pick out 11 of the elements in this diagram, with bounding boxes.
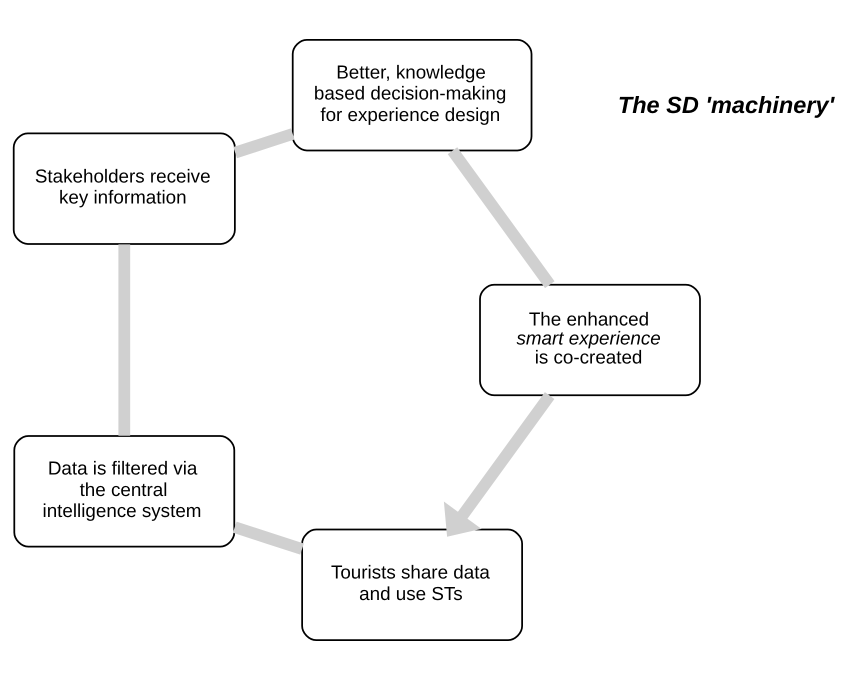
- connector: [447, 147, 554, 288]
- connector: [118, 244, 130, 436]
- node-box: The enhanced smart experience is co-created: [478, 284, 700, 396]
- node-box: Better, knowledge based decision-making for experience design: [291, 38, 532, 152]
- connector: [232, 128, 294, 158]
- node-box: Data is filtered via the central intelligence system: [12, 435, 235, 548]
- arrow: [443, 392, 554, 537]
- node-box: Tourists share data and use STs: [300, 528, 522, 642]
- label: The SD 'machinery': [617, 92, 834, 118]
- connector: [232, 522, 304, 555]
- node-box: Stakeholders receive key information: [12, 132, 236, 245]
